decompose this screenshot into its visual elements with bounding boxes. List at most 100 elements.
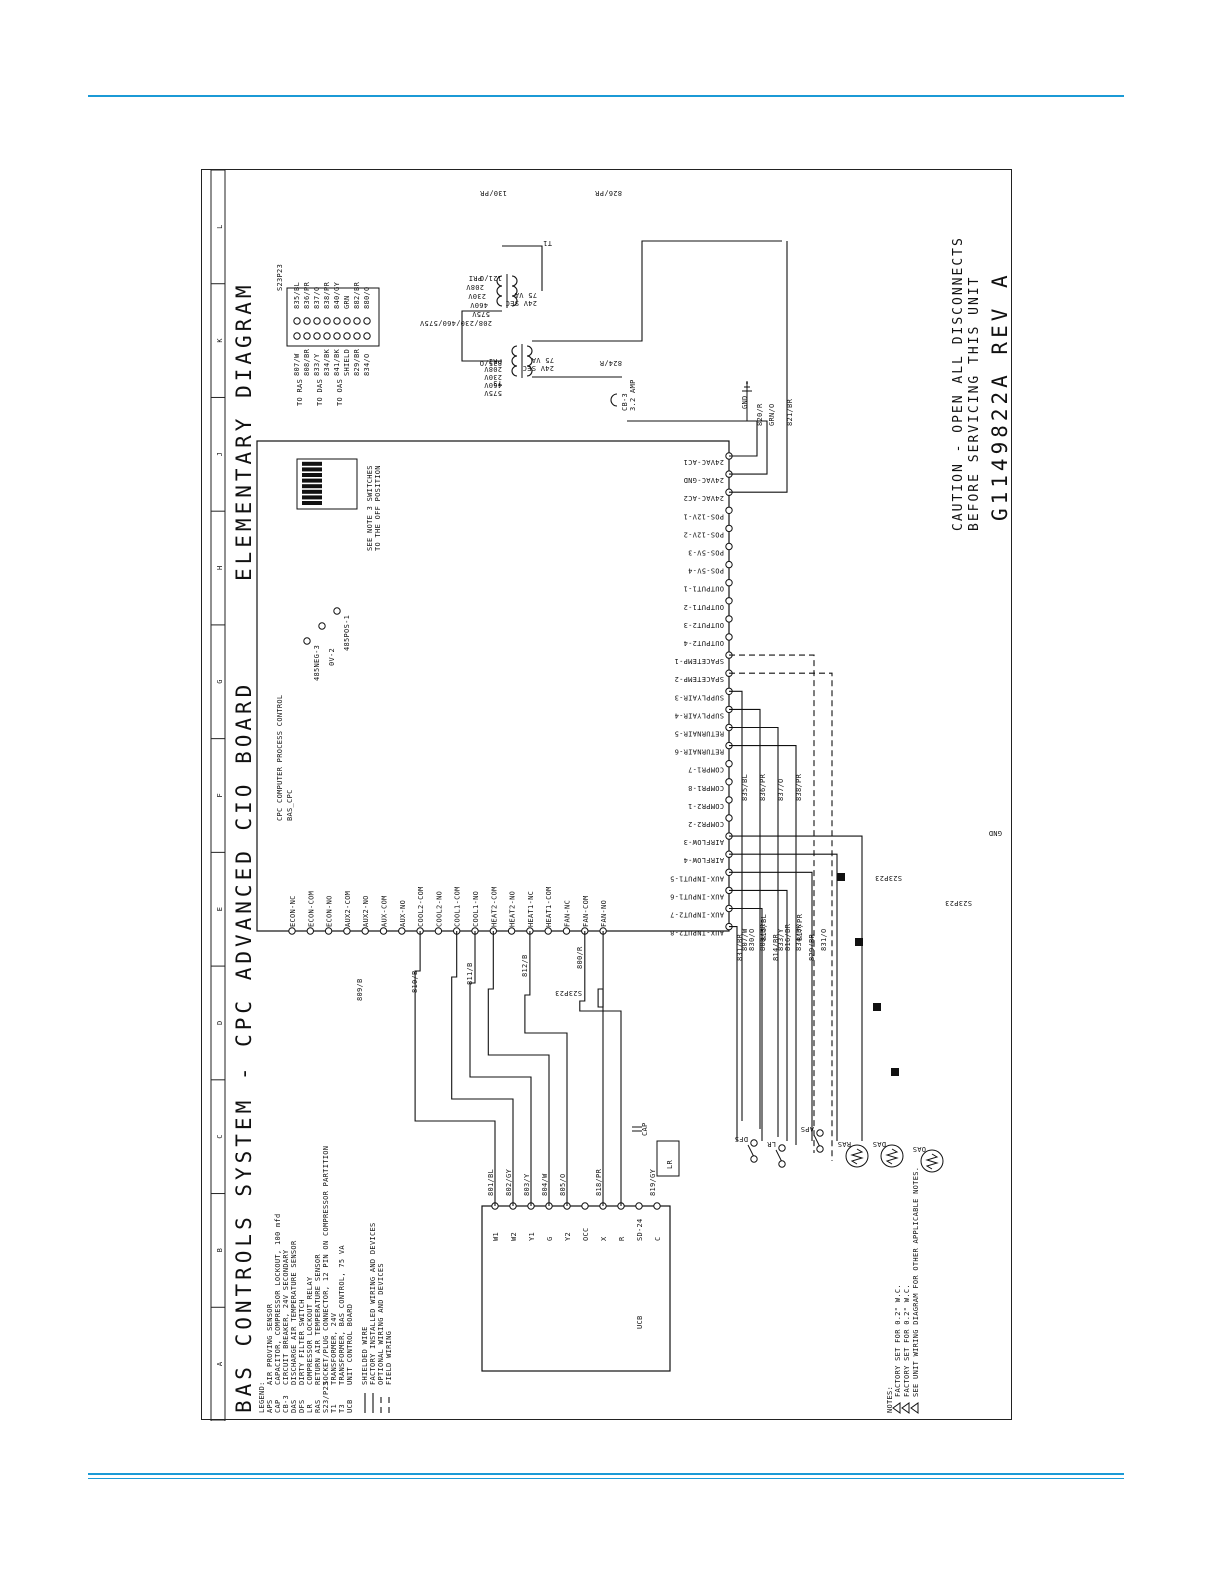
cpc-board-outline [256,440,730,932]
board-terminal-label: AIRFLOW-3 [683,838,724,846]
s23p23-right-wire: 838/PR [323,281,331,309]
sensor-wire-label: 833/Y [777,928,785,951]
grid-letter: B [216,1248,224,1253]
legend-code: RAS [314,1399,322,1413]
device-terminal [778,1144,786,1152]
legend-heading: LEGEND: [258,1381,266,1413]
dip-switch-lever [302,501,322,505]
rs485-label: 485NEG-3 [313,645,321,681]
circuit-breaker-label: CB-3 [621,393,629,411]
board-terminal [725,597,733,605]
warning-triangle-icon [910,1402,919,1414]
legend-code: CAP [274,1399,282,1413]
board-terminal-label: OUTPUT2-3 [683,621,724,629]
legend-code: APS [266,1399,274,1413]
aux-wire [729,907,763,1141]
dip-switch-lever [302,461,322,466]
thermistor-icon [885,1148,899,1165]
switch-icon [747,1144,755,1158]
thermistor-icon [850,1148,864,1165]
t1-secondary-label: 75 VA [514,291,537,299]
ucb-terminal-label: X [600,1236,608,1241]
transformer-coil [526,345,533,357]
transformer-label: 130/PR [479,189,507,197]
s23p23-pin [323,317,331,325]
ucb-wire-label: 804/W [541,1173,549,1196]
power-wire-ac2 [729,241,788,493]
board-terminal-label: SUPPLYAIR-4 [674,711,724,719]
relay-wire-label: 810/B [411,970,419,993]
power-wire-ac1 [627,420,758,457]
dip-note-1: SEE NOTE 3 SWITCHES [366,465,374,551]
ucb-terminal-label: W1 [492,1232,500,1241]
board-terminal [507,927,516,935]
t1-input-label: 208V [465,283,484,291]
dip-switch-lever [302,473,322,477]
legend-desc: CIRCUIT BREAKER, 24V SECONDARY [282,1249,290,1385]
s23p23-to-label: TO OAS [336,379,344,406]
s23p23-left-wire: 829/BR [353,348,361,376]
legend-desc: DISCHARGE AIR TEMPERATURE SENSOR [290,1240,298,1385]
board-terminal-label: COMPR1-7 [688,766,724,774]
relay-wire [579,931,622,1206]
s23p23-right-wire: 836/PR [303,281,311,309]
s23p23-to-label: TO RAS [296,379,304,406]
rs485-terminal [318,622,326,630]
board-terminal [725,615,733,623]
ground-icon [742,382,752,392]
board-terminal-label: HEAT1-COM [545,886,553,927]
aux-wire-label: 829/BR [808,933,816,961]
t3-wire [461,310,502,362]
board-terminal-label: RETURNAIR-6 [674,748,724,756]
caution-line-2: BEFORE SERVICING THIS UNIT [967,276,982,532]
board-terminal-label: HEAT1-NC [527,891,535,927]
t1-input-label: 208/230/460/575V [419,319,492,327]
board-terminal-label: RETURNAIR-5 [674,730,724,738]
note-text: FACTORY SET FOR 0.2" W.C. [903,1284,911,1397]
aux-wire-label: 815/BL [760,914,768,941]
transformer-coil [496,285,503,297]
sensor-wire-label: 834/BK [795,923,803,951]
grid-letter: J [216,452,224,457]
lr-label: LR [666,1159,674,1169]
power-wire-label: GRN/O [768,403,776,426]
s23p23-pin [343,332,351,340]
s23p23-pin [303,332,311,340]
board-terminal-label: AUX-INPUT1-6 [670,892,724,900]
board-subtitle: BAS_CPC [286,789,294,821]
board-terminal-label: FAN-NO [600,900,608,927]
ucb-wire-label: 818/PR [595,1168,603,1196]
temperature-sensor-icon [845,1144,869,1168]
board-terminal-label: HEAT2-COM [490,886,498,927]
s23p23-block [286,287,380,347]
sensor-wire-label: 837/O [777,778,785,801]
transformer-coil [511,345,518,357]
board-terminal [398,927,406,935]
device-terminal [816,1129,824,1137]
footer-rule [88,1473,1124,1475]
aux-wire [729,853,838,1141]
ucb-label: UCB [636,1315,644,1329]
relay-wire-label: 812/B [521,954,529,977]
aux-wire [729,926,738,1141]
notes: NOTES:FACTORY SET FOR 0.2" W.C.FACTORY S… [886,1167,920,1414]
grid-letter: L [216,224,224,229]
transformer-coil [511,355,518,367]
t3-input-label: 460V [483,381,502,389]
legend-code: T3 [338,1404,346,1413]
note-text: FACTORY SET FOR 0.2" W.C. [894,1284,902,1397]
rs485-label: 485POS-1 [343,615,351,651]
rs485-terminal [303,637,311,645]
warning-triangle-icon [892,1402,901,1414]
aux-wire-label: 830/O [748,928,756,951]
t1-input-label: PRI [468,274,482,282]
transformer-label: 826/PR [594,189,622,197]
s23p23-pin [333,332,341,340]
dip-switch-lever [302,495,322,500]
t1-input-label: 460V [469,301,488,309]
legend-desc: COMPRESSOR LOCKOUT RELAY [306,1276,314,1385]
ucb-terminal-label: SD-24 [636,1218,644,1241]
dip-switch-lever [302,489,322,494]
